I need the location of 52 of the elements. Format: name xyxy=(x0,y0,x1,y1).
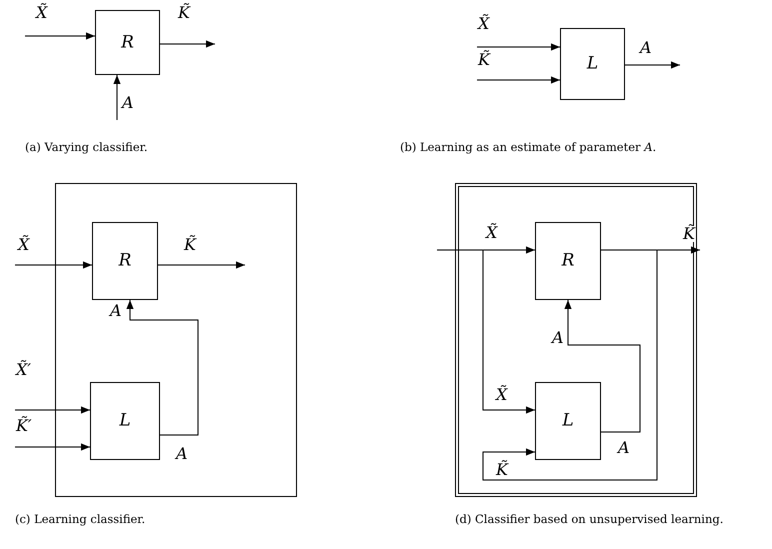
edge-label: A xyxy=(110,303,122,319)
edge-label: K̃ xyxy=(184,237,196,253)
block-box xyxy=(560,28,625,100)
edge-label: K̃ xyxy=(496,462,508,478)
system-frame xyxy=(455,183,697,497)
edge-label: A xyxy=(122,95,134,111)
block-box xyxy=(95,10,160,75)
signal-label: A xyxy=(618,440,630,456)
arrow xyxy=(160,40,216,48)
edge-label: X̃ xyxy=(486,225,498,241)
edge-label: X̃ xyxy=(496,387,508,403)
signal-label: A xyxy=(176,446,188,462)
block-label: R xyxy=(117,252,132,270)
block-box xyxy=(92,222,158,300)
edge-label: A xyxy=(552,330,564,346)
arrow xyxy=(482,250,536,414)
figure-caption: (a) Varying classifier. xyxy=(25,140,148,154)
edge-label: K̃ xyxy=(178,5,190,21)
edge-label: X̃ xyxy=(478,16,490,32)
arrow xyxy=(113,74,121,120)
edge-label: A xyxy=(640,40,652,56)
arrow xyxy=(476,43,560,51)
block-label: L xyxy=(586,56,600,72)
edge-label: X̃ xyxy=(36,5,48,21)
system-frame xyxy=(55,183,297,497)
edge-label: K̃ xyxy=(478,52,490,68)
arrow xyxy=(482,250,658,480)
arrow xyxy=(14,261,92,269)
arrow xyxy=(600,246,700,254)
edge-label: K̃′ xyxy=(16,418,32,434)
arrow xyxy=(14,406,90,414)
block-box xyxy=(535,222,601,300)
edge-label: X̃′ xyxy=(16,362,32,378)
block-label: L xyxy=(118,412,132,430)
arrow xyxy=(624,61,680,69)
block-box xyxy=(535,382,601,460)
arrow xyxy=(14,443,90,451)
arrow xyxy=(158,261,246,269)
arrow xyxy=(564,300,640,432)
figure-caption: (b) Learning as an estimate of parameter A. xyxy=(400,140,656,154)
figure-caption: (c) Learning classifier. xyxy=(15,512,146,526)
arrow xyxy=(436,246,536,254)
edge-label: X̃ xyxy=(18,237,30,253)
block-box xyxy=(90,382,160,460)
arrow xyxy=(476,76,560,84)
figure-caption: (d) Classifier based on unsupervised learning. xyxy=(455,512,724,526)
block-label: L xyxy=(561,412,575,430)
block-label: R xyxy=(120,34,135,51)
arrow xyxy=(24,32,96,40)
block-label: R xyxy=(560,252,576,270)
arrow xyxy=(126,300,198,436)
edge-label: K̃ xyxy=(683,226,695,242)
